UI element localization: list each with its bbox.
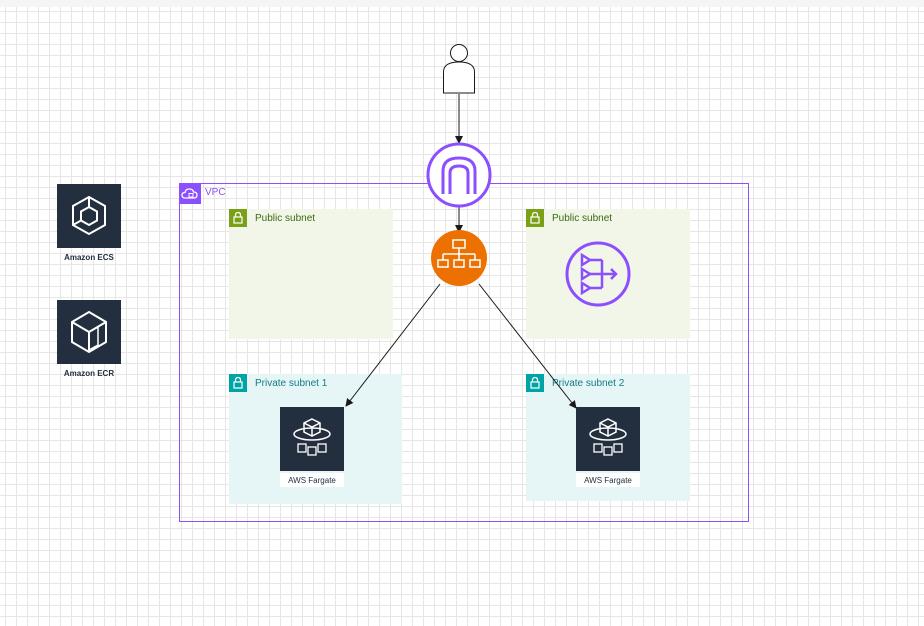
amazon-ecs-tile[interactable]: [57, 184, 121, 248]
internet-gateway-icon[interactable]: [426, 142, 492, 208]
private-subnet-2-badge: [526, 374, 544, 392]
amazon-ecr-label: Amazon ECR: [63, 369, 115, 378]
fargate-label-1: AWS Fargate: [288, 476, 336, 485]
fargate-tile-1[interactable]: [280, 407, 344, 471]
fargate-label-card-2: [576, 473, 640, 487]
user-icon[interactable]: [443, 44, 475, 94]
fargate-label-card-1: [280, 473, 344, 487]
lock-icon: [530, 211, 540, 224]
private-subnet-1-badge: [229, 374, 247, 392]
connector-alb-to-fargate-2[interactable]: [478, 283, 577, 409]
private-subnet-1-title: Private subnet 1: [255, 378, 328, 389]
amazon-ecr-icon: [71, 310, 107, 354]
vpc-title: VPC: [205, 187, 226, 198]
lock-icon: [233, 211, 243, 224]
public-subnet-left-title: Public subnet: [255, 213, 316, 224]
public-subnet-right-badge: [526, 209, 544, 227]
aws-fargate-icon: [293, 418, 331, 456]
application-load-balancer-icon[interactable]: [431, 230, 487, 286]
amazon-ecr-tile[interactable]: [57, 300, 121, 364]
public-subnet-right-title: Public subnet: [552, 213, 613, 224]
fargate-tile-2[interactable]: [576, 407, 640, 471]
vpc-badge: [179, 183, 201, 204]
private-subnet-2-title: Private subnet 2: [552, 378, 625, 389]
amazon-ecs-label: Amazon ECS: [64, 253, 114, 262]
public-subnet-left-badge: [229, 209, 247, 227]
nat-gateway-icon[interactable]: [565, 241, 631, 307]
connector-alb-to-fargate-1[interactable]: [345, 283, 441, 407]
lock-icon: [530, 376, 540, 389]
aws-fargate-icon: [589, 418, 627, 456]
cloud-icon: [181, 188, 198, 199]
lock-icon: [233, 376, 243, 389]
public-subnet-left[interactable]: [229, 209, 393, 339]
fargate-label-2: AWS Fargate: [584, 476, 632, 485]
diagram-canvas[interactable]: [0, 7, 924, 626]
amazon-ecs-icon: [72, 195, 106, 236]
